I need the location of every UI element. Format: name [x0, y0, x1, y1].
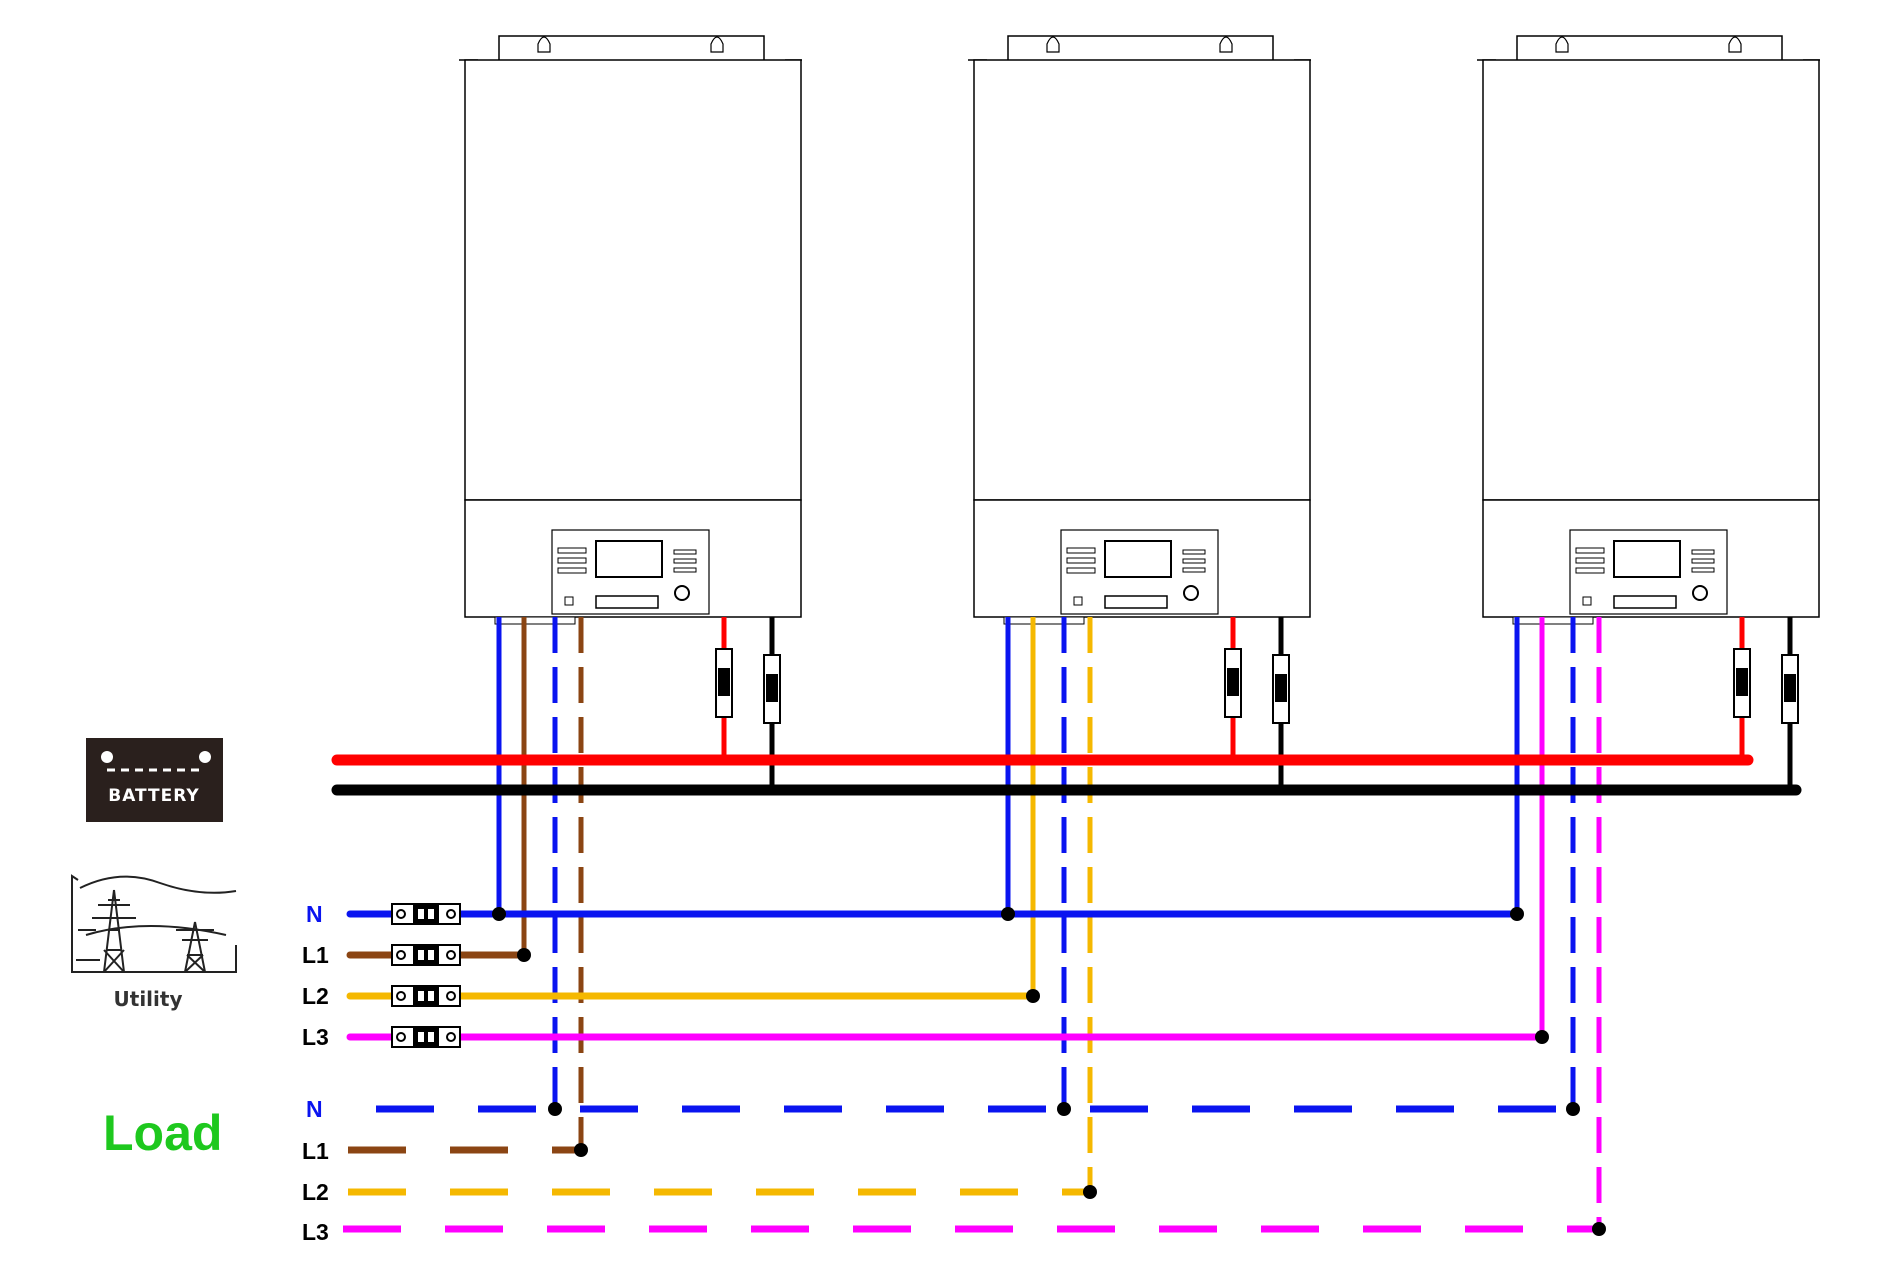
load-label-l3: L3 [302, 1219, 329, 1245]
utility-label-n: N [306, 901, 323, 927]
utility-tower-icon [71, 874, 237, 973]
load-label-l2: L2 [302, 1179, 329, 1205]
utility-breakers [391, 903, 461, 1048]
utility-label: Utility [114, 987, 183, 1011]
load-output-drops [552, 617, 1602, 1229]
inverter-unit-3 [1477, 35, 1820, 625]
utility-label-l3: L3 [302, 1024, 329, 1050]
utility-label-l2: L2 [302, 983, 329, 1009]
load-line-labels: N L1 L2 L3 [302, 1096, 329, 1245]
battery-breakers [715, 648, 1799, 724]
inverter-unit-1 [459, 35, 802, 625]
load-label-n: N [306, 1096, 323, 1122]
junction-dots [492, 907, 1606, 1236]
battery-icon: BATTERY [86, 738, 223, 822]
load-label: Load [103, 1105, 222, 1161]
inverter-unit-2 [968, 35, 1311, 625]
utility-input-drops [496, 617, 1545, 1037]
utility-line-labels: N L1 L2 L3 [302, 901, 329, 1050]
battery-buses [331, 754, 1802, 796]
battery-label: BATTERY [108, 786, 199, 806]
utility-lines [346, 910, 1548, 1041]
load-label-l1: L1 [302, 1138, 329, 1164]
utility-label-l1: L1 [302, 942, 329, 968]
load-lines [343, 1105, 1601, 1233]
